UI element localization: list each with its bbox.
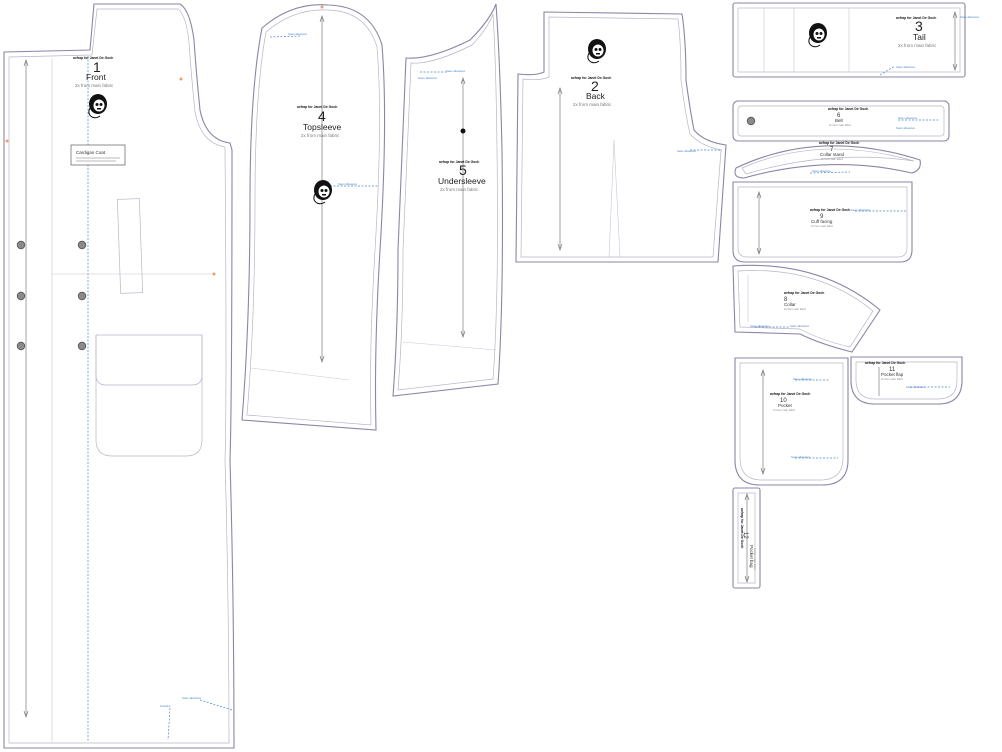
collar-stand-cut: 2x from main fabric: [821, 157, 844, 161]
skull-head-logo: [88, 93, 108, 119]
svg-text:Seam allowance: Seam allowance: [793, 377, 813, 381]
undersleeve-cut: 2x from main fabric: [440, 187, 479, 192]
belt-cut: 2x from main fabric: [829, 123, 852, 127]
button-icon: [77, 341, 87, 351]
piece-12-name: Pocket bag: [749, 545, 754, 568]
pocket-name: Pocket: [778, 403, 793, 408]
svg-text:Seam allowance: Seam allowance: [906, 385, 926, 389]
belt-number: 6: [837, 113, 841, 119]
piece-tail: Seam allowance Seam allowance avfrap for…: [732, 2, 980, 78]
front-cut: 2x from main fabric: [75, 83, 114, 88]
piece-topsleeve: Seam allowance Seam allowance avfrap for…: [241, 4, 386, 431]
cuff-facing-credit: avfrap for Janet De Goch: [810, 208, 850, 212]
pocket-flap-credit: avfrap for Janet De Goch: [865, 361, 905, 365]
pocket-number: 10: [780, 398, 787, 404]
topsleeve-name: Topsleeve: [303, 122, 342, 132]
svg-text:Seam allowance: Seam allowance: [288, 32, 308, 36]
piece-12-cut: 2x from main fabric: [753, 548, 757, 571]
svg-text:Seam allowance: Seam allowance: [677, 149, 697, 153]
back-number: 2: [591, 78, 599, 94]
notch-mark-icon: [320, 5, 324, 9]
cuff-facing-cut: 2x from main fabric: [811, 224, 834, 228]
pocket-flap-number: 11: [889, 367, 896, 373]
svg-text:Seam allowance: Seam allowance: [446, 69, 466, 73]
pocket-flap-cut: 2x from main fabric: [881, 377, 904, 381]
button-icon: [746, 116, 756, 126]
collar-name: Collar: [784, 302, 796, 307]
skull-head-logo: [587, 38, 607, 64]
topsleeve-credit: avfrap for Janet De Goch: [297, 105, 337, 109]
notch-mark-icon: [5, 139, 9, 143]
button-icon: [77, 240, 87, 250]
piece-back: Seam allowance avfrap for Janet De Goch …: [515, 11, 727, 263]
collar-cut: 2x from main fabric: [784, 307, 807, 311]
collar-credit: avfrap for Janet De Goch: [784, 291, 824, 295]
svg-text:Seam allowance: Seam allowance: [898, 116, 918, 120]
svg-text:Seam allowance: Seam allowance: [418, 76, 438, 80]
notch-mark-icon: [179, 77, 183, 81]
pocket-cut: 2x from main fabric: [773, 408, 796, 412]
piece-12: avfrap for Janet De Goch 12 Pocket bag 2…: [732, 487, 761, 589]
tail-credit: avfrap for Janet De Goch: [896, 16, 936, 20]
undersleeve-number: 5: [459, 162, 467, 178]
svg-text:Seam allowance: Seam allowance: [791, 455, 811, 459]
topsleeve-cut: 2x from main fabric: [301, 133, 340, 138]
skull-head-logo: [808, 22, 828, 48]
piece-pocket: Seam allowance Seam allowance avfrap for…: [734, 357, 849, 486]
belt-name: Belt: [835, 118, 844, 123]
pocket-flap-name: Pocket flap: [881, 372, 904, 377]
svg-text:Cardigan Coat: Cardigan Coat: [76, 150, 106, 155]
undersleeve-credit: avfrap for Janet De Goch: [439, 160, 479, 164]
piece-front: Cardigan Coat Seam allowance Grainline a…: [3, 3, 235, 749]
tail-number: 3: [915, 18, 923, 34]
piece-pocket-flap: Seam allowance avfrap for Janet De Goch …: [850, 356, 963, 405]
collar-stand-credit: avfrap for Janet De Goch: [819, 141, 859, 145]
back-cut: 2x from main fabric: [573, 102, 612, 107]
tail-cut: 2x from main fabric: [898, 43, 937, 48]
button-icon: [16, 240, 26, 250]
svg-text:Seam allowance: Seam allowance: [790, 324, 810, 328]
button-icon: [16, 341, 26, 351]
cuff-facing-name: Cuff facing: [811, 219, 833, 224]
svg-text:Seam allowance: Seam allowance: [851, 208, 871, 212]
svg-text:Seam allowance: Seam allowance: [182, 696, 202, 700]
piece-12-number: 12: [742, 532, 748, 539]
collar-number: 8: [784, 297, 788, 303]
svg-text:Seam allowance: Seam allowance: [338, 182, 358, 186]
button-icon: [77, 291, 87, 301]
svg-text:Seam allowance: Seam allowance: [960, 15, 980, 19]
piece-belt: Seam allowance Seam allowance avfrap for…: [732, 100, 950, 142]
collar-stand-name: Collar stand: [820, 152, 845, 157]
collar-stand-number: 7: [830, 147, 834, 153]
undersleeve-name: Undersleeve: [438, 176, 486, 186]
piece-cuff-facing: Seam allowance avfrap for Janet De Goch …: [732, 181, 913, 263]
notch-mark-icon: [212, 272, 216, 276]
piece-undersleeve: Seam allowance Seam allowance avfrap for…: [392, 3, 504, 397]
topsleeve-number: 4: [318, 108, 326, 124]
svg-text:Seam allowance: Seam allowance: [896, 65, 916, 69]
tail-name: Tail: [913, 32, 926, 42]
skull-head-logo: [460, 128, 466, 134]
svg-text:Grainline: Grainline: [160, 704, 171, 708]
front-number: 1: [93, 59, 101, 75]
front-credit: avfrap for Janet De Goch: [73, 56, 113, 60]
front-name: Front: [86, 72, 106, 82]
svg-text:Seam allowance: Seam allowance: [750, 324, 770, 328]
belt-credit: avfrap for Janet De Goch: [828, 107, 868, 111]
skull-head-logo: [313, 179, 333, 205]
button-icon: [16, 291, 26, 301]
piece-collar: Seam allowance Seam allowance avfrap for…: [732, 264, 881, 353]
pocket-credit: avfrap for Janet De Goch: [770, 392, 810, 396]
piece-12-credit: avfrap for Janet De Goch: [740, 508, 744, 548]
svg-text:Seam allowance: Seam allowance: [896, 126, 916, 130]
back-credit: avfrap for Janet De Goch: [571, 76, 611, 80]
svg-text:Seam allowance: Seam allowance: [812, 169, 832, 173]
piece-collar-stand: Seam allowance avfrap for Janet De Goch …: [734, 141, 921, 179]
cuff-facing-number: 9: [820, 214, 824, 220]
back-name: Back: [586, 91, 606, 101]
front-label-box: [70, 144, 126, 166]
